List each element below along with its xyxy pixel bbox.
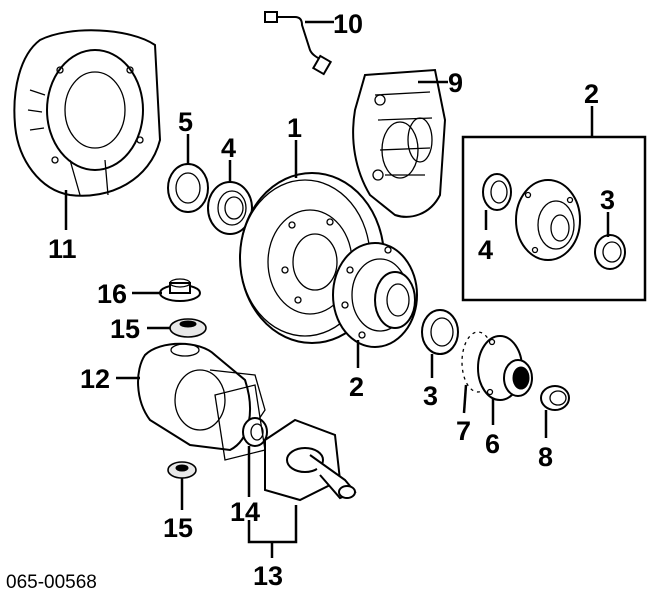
part-11-dust-shield [13,29,162,197]
callout-labels: 10 9 2 1 5 4 3 4 11 16 15 12 2 3 7 6 8 1… [6,9,615,593]
inset-hub [515,179,581,261]
inset-hub-assembly [461,135,647,302]
callout-12: 12 [80,364,110,394]
part-8-bushing [540,385,570,411]
part-15-bearing-top [169,318,207,338]
callout-11: 11 [48,234,77,264]
leader-lines [64,20,610,558]
callout-2-hub: 2 [349,372,364,402]
callout-14: 14 [230,497,260,527]
part-6-flange [477,335,533,401]
callout-5: 5 [178,107,193,137]
part-16-cap [159,278,201,302]
callout-3-main: 3 [423,381,438,411]
callout-15-bottom: 15 [163,513,193,543]
part-13-spindle [214,384,357,502]
callout-16: 16 [97,279,127,309]
callout-8: 8 [538,442,553,472]
callout-13: 13 [253,561,283,591]
callout-7: 7 [456,416,471,446]
callout-1: 1 [287,113,302,143]
part-15-bearing-bottom [167,461,197,479]
callout-4-main: 4 [221,133,236,163]
diagram-code: 065-00568 [6,572,97,593]
callout-4-inset: 4 [478,235,493,265]
callout-3-inset: 3 [600,185,615,215]
part-3-bearing-main [421,309,459,355]
part-10-brake-hose [264,11,333,76]
callout-6: 6 [485,429,500,459]
part-5-oil-seal [167,163,209,213]
part-9-brake-caliper [352,68,447,218]
callout-2-inset: 2 [584,79,599,109]
callout-15-top: 15 [110,314,140,344]
callout-10: 10 [333,9,363,39]
part-2-hub [332,242,418,348]
callout-9: 9 [448,68,463,98]
